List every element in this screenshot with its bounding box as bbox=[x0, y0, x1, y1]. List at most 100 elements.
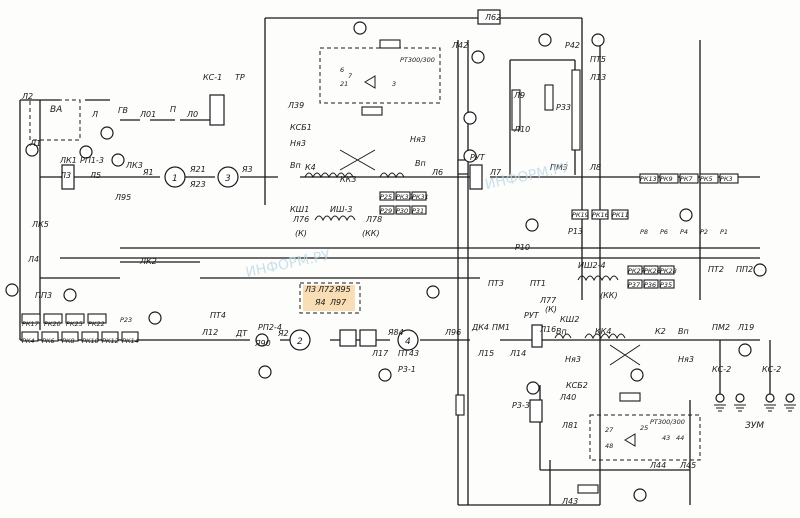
rt300-bottom-dashed-box bbox=[589, 414, 701, 461]
label-r8: Р8 bbox=[640, 228, 648, 236]
label-rk14: РК14 bbox=[122, 337, 139, 345]
label-pt43: ПТ43 bbox=[398, 349, 419, 358]
label-ksh2: КШ2 bbox=[560, 315, 579, 324]
label-l6: Л6 bbox=[431, 168, 443, 177]
label-rk28: РК28 bbox=[660, 267, 677, 275]
label-pin-21: 21 bbox=[340, 80, 348, 88]
label-l7: Л7 bbox=[489, 168, 502, 177]
label-k-pt: (К) bbox=[545, 305, 557, 314]
label-l13: Л13 bbox=[589, 73, 606, 82]
label-l76: Л76 bbox=[292, 215, 309, 224]
resistor-blocks bbox=[21, 39, 739, 494]
label-pin-43: 43 bbox=[662, 434, 670, 442]
label-ksb1: КСБ1 bbox=[290, 123, 312, 132]
label-motor-2: 2 bbox=[297, 337, 303, 347]
label-r33: Р33 bbox=[556, 103, 571, 112]
label-l10: Л10 bbox=[513, 125, 530, 134]
label-l39: Л39 bbox=[287, 101, 304, 110]
label-rk3: РК3 bbox=[720, 175, 733, 183]
label-vp-left: Вп bbox=[290, 161, 301, 170]
label-kk3: КК3 bbox=[340, 175, 356, 184]
diode-symbols bbox=[364, 75, 636, 447]
label-kk4: КК4 bbox=[595, 327, 611, 336]
marker-circles bbox=[5, 21, 767, 502]
label-l3-mid: Л3 bbox=[304, 285, 316, 294]
label-pm3: ПМ3 bbox=[550, 163, 568, 172]
label-r33b: Р3-3 bbox=[512, 401, 530, 410]
label-rk11: РК11 bbox=[612, 211, 629, 219]
label-l01: Л01 bbox=[139, 110, 156, 119]
label-pin-25: 25 bbox=[640, 424, 648, 432]
label-l14: Л14 bbox=[509, 349, 526, 358]
label-nya3-right: Ня3 bbox=[410, 135, 426, 144]
label-gv: ГВ bbox=[118, 106, 128, 115]
label-k4: К4 bbox=[305, 163, 316, 172]
highlight-marker bbox=[303, 285, 355, 311]
label-pt4: ПТ4 bbox=[210, 311, 226, 320]
label-ya95: Я95 bbox=[334, 285, 351, 294]
label-l1: Л1 bbox=[29, 139, 41, 148]
label-rk4: РК4 bbox=[22, 337, 35, 345]
label-l: Л bbox=[91, 110, 98, 119]
label-l19: Л19 bbox=[737, 323, 754, 332]
label-rk25: РК25 bbox=[66, 320, 83, 328]
label-r30: Р30 bbox=[396, 207, 408, 215]
label-nya3-bottom-left: Ня3 bbox=[565, 355, 581, 364]
label-rk17: РК17 bbox=[22, 320, 40, 328]
label-r36: Р36 bbox=[644, 281, 656, 289]
label-l45: Л45 bbox=[679, 461, 696, 470]
label-rk5: РК5 bbox=[700, 175, 713, 183]
label-rk31: РК31 bbox=[412, 193, 429, 201]
label-l40: Л40 bbox=[559, 393, 576, 402]
label-ya3: Я3 bbox=[241, 165, 253, 174]
main-wiring bbox=[19, 17, 771, 506]
label-pm1: ПМ1 bbox=[492, 323, 510, 332]
label-ks2-a: КС-2 bbox=[712, 365, 731, 374]
label-k-top: (К) bbox=[295, 229, 307, 238]
label-l96: Л96 bbox=[444, 328, 461, 337]
label-vp-bottom-right: Вп bbox=[678, 327, 689, 336]
va-dashed-box bbox=[29, 99, 81, 141]
label-ks2-b: КС-2 bbox=[762, 365, 781, 374]
label-pin-27: 27 bbox=[605, 426, 614, 434]
label-rk22: РК22 bbox=[88, 320, 105, 328]
label-rt300-bottom: РТ300/300 bbox=[650, 418, 685, 426]
label-lk2: ЛК2 bbox=[139, 257, 157, 266]
label-r6: Р6 bbox=[660, 228, 668, 236]
label-rk32: РК32 bbox=[396, 193, 413, 201]
label-vp-bottom: Вп bbox=[556, 327, 567, 336]
label-ya1: Я1 bbox=[142, 168, 154, 177]
label-pin-3: 3 bbox=[392, 80, 396, 88]
label-ya84: Я84 bbox=[387, 328, 404, 337]
label-pin-48: 48 bbox=[605, 442, 613, 450]
label-l95: Л95 bbox=[114, 193, 131, 202]
label-rk12: РК12 bbox=[102, 337, 119, 345]
label-vp-right: Вп bbox=[415, 159, 426, 168]
labels: Л2 ВА Л1 Л ГВ Л01 П Л0 КС-1 ТР ЛК1 РП1-3… bbox=[21, 13, 781, 506]
label-l78: Л78 bbox=[365, 215, 382, 224]
label-p: П bbox=[170, 105, 176, 114]
label-dt: ДТ bbox=[235, 329, 248, 338]
label-motor-3: 3 bbox=[225, 174, 231, 184]
label-r1: Р1 bbox=[720, 228, 728, 236]
label-l72: Л72 bbox=[317, 285, 334, 294]
label-rk9: РК9 bbox=[660, 175, 673, 183]
label-l0: Л0 bbox=[186, 110, 198, 119]
label-lk3: ЛК3 bbox=[125, 161, 143, 170]
label-rut-top: РУТ bbox=[470, 153, 486, 162]
label-r31-small: Р31 bbox=[412, 207, 424, 215]
label-pin-44: 44 bbox=[676, 434, 684, 442]
label-ya2: Я2 bbox=[277, 329, 289, 338]
label-lk5: ЛК5 bbox=[31, 220, 49, 229]
label-l4: Л4 bbox=[27, 255, 39, 264]
label-l62: Л62 bbox=[484, 13, 501, 22]
label-l8: Л8 bbox=[589, 163, 601, 172]
label-lk1: ЛК1 bbox=[59, 156, 77, 165]
label-pm2: ПМ2 bbox=[712, 323, 730, 332]
label-va: ВА bbox=[50, 105, 62, 115]
label-rk20: РК20 bbox=[44, 320, 61, 328]
label-ya4: Я4 bbox=[314, 298, 326, 307]
label-p13: Р13 bbox=[568, 227, 583, 236]
label-rk8: РК8 bbox=[62, 337, 75, 345]
